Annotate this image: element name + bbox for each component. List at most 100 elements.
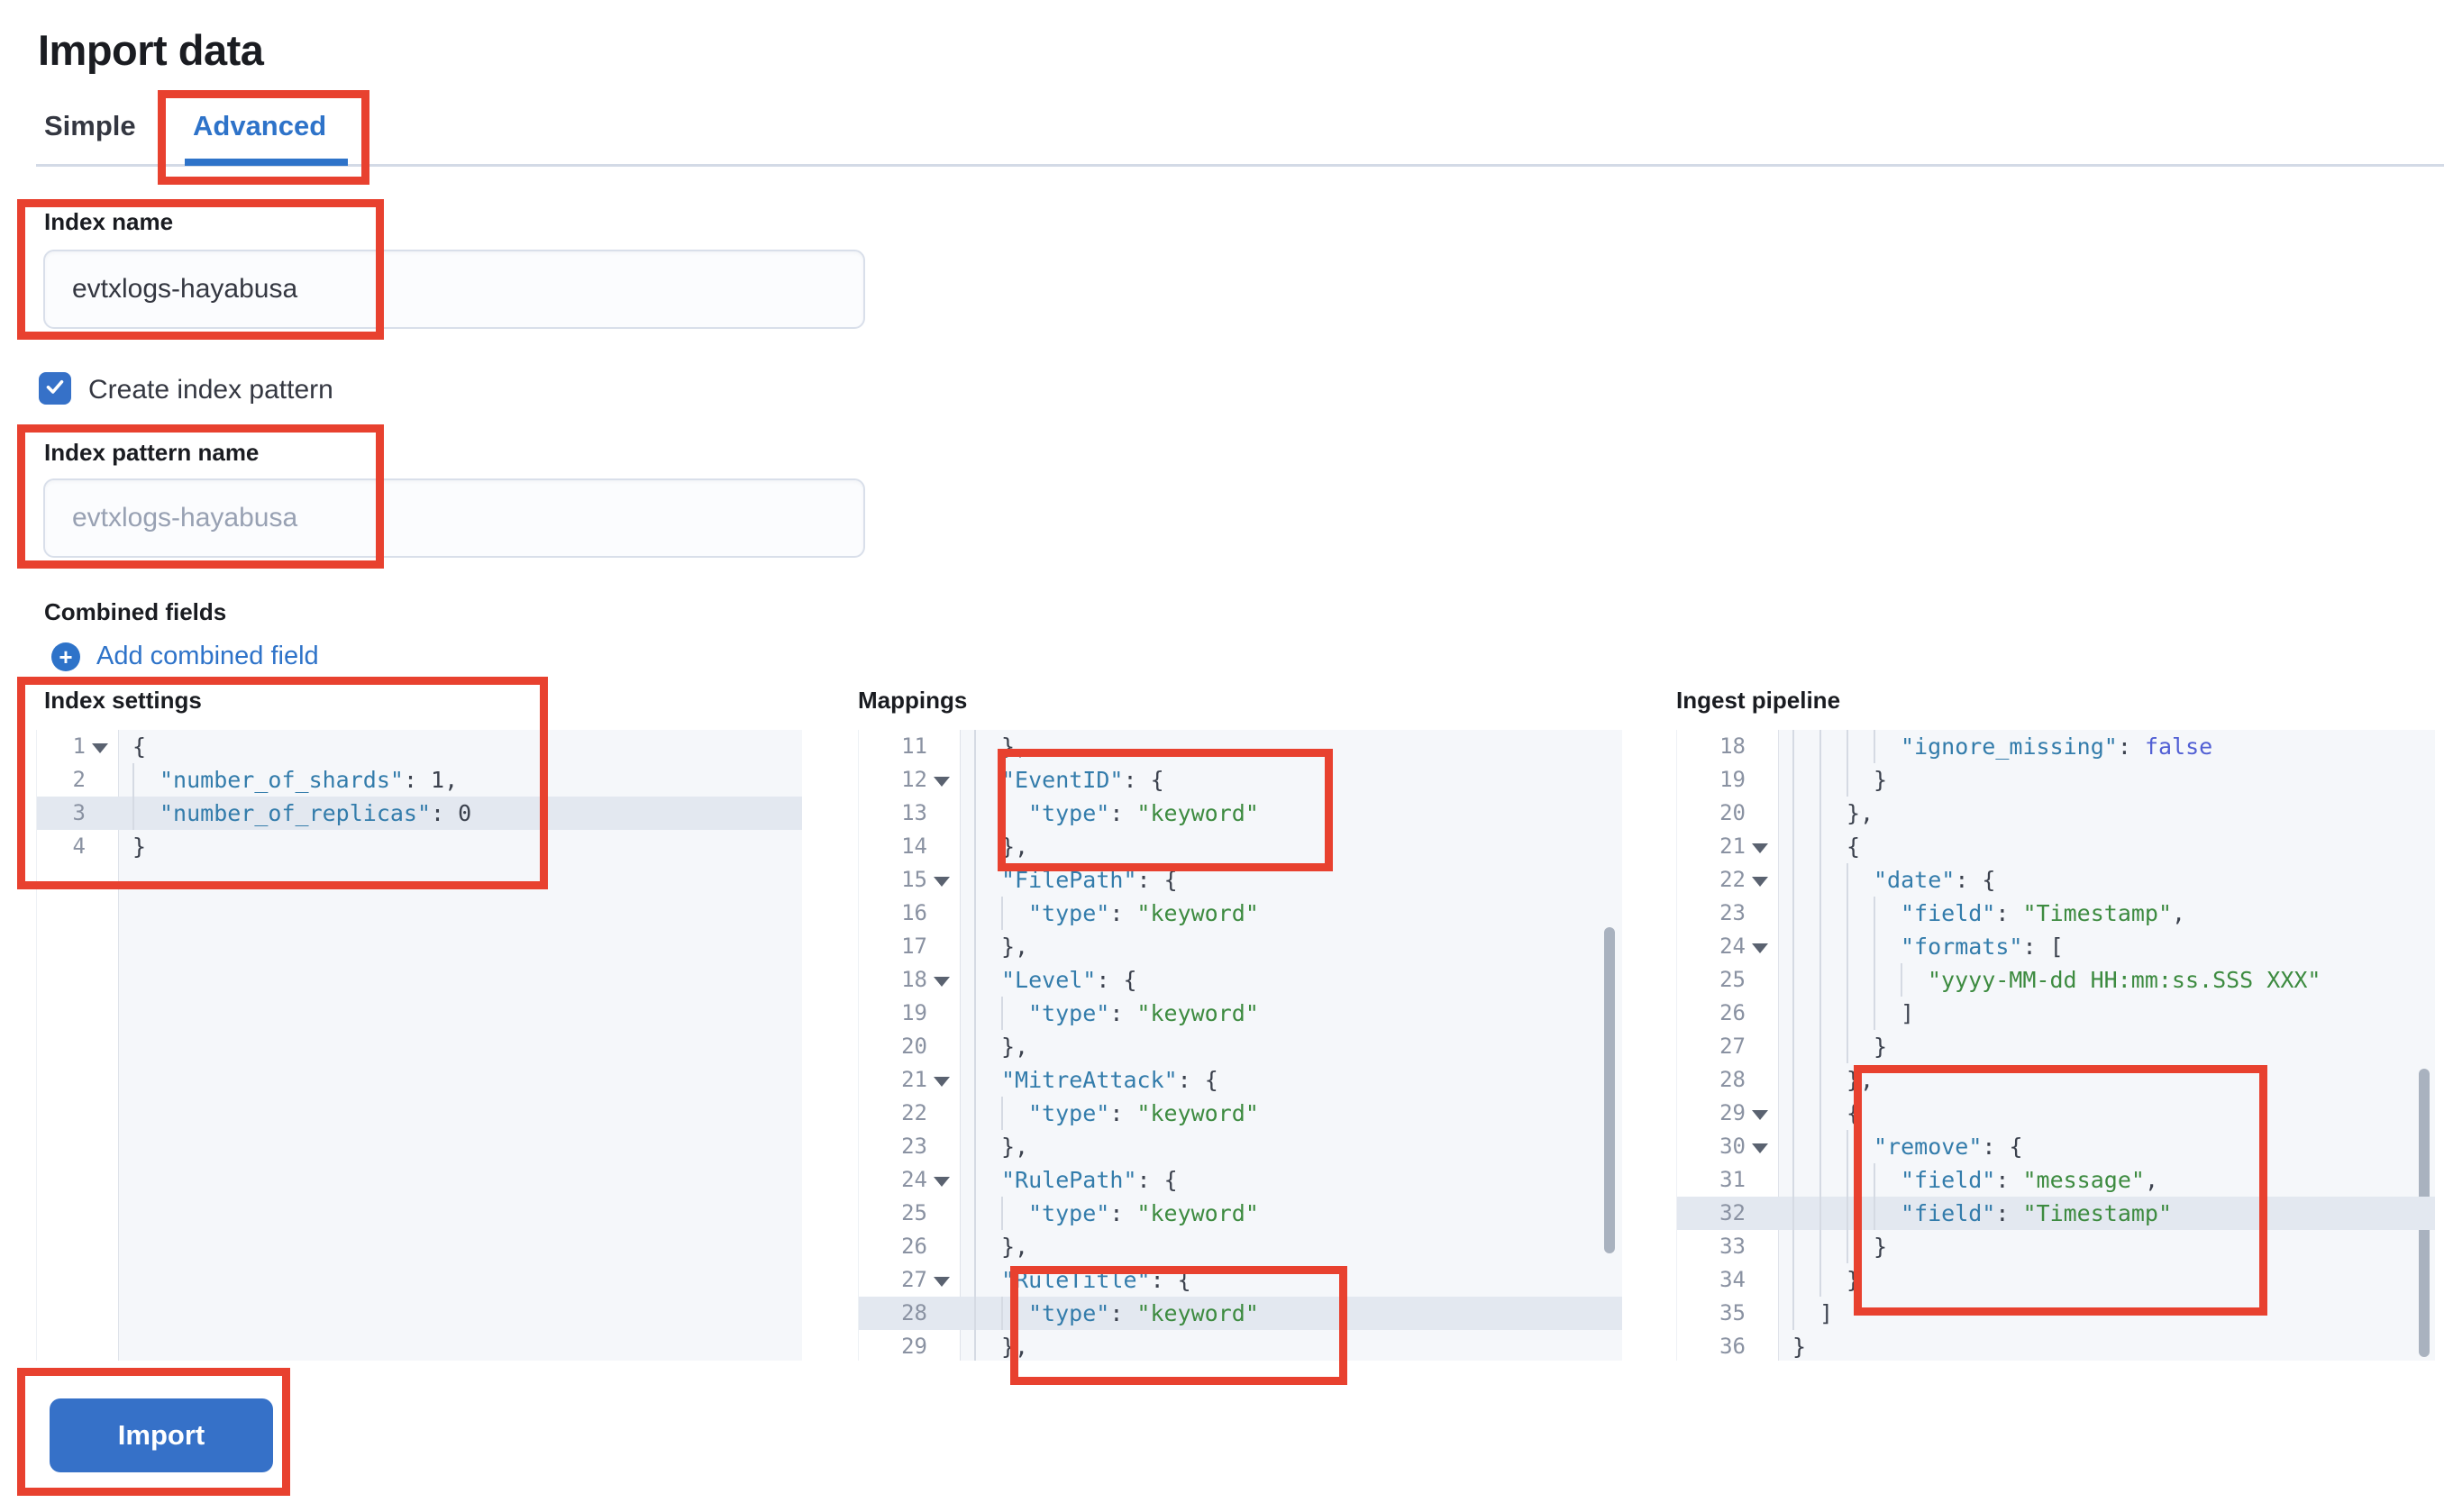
code-line[interactable]: 21"MitreAttack": { bbox=[859, 1063, 1622, 1097]
indent-guide bbox=[1792, 1063, 1794, 1097]
indent-guide bbox=[1792, 730, 1794, 763]
indent-guide bbox=[1792, 830, 1794, 863]
code-line[interactable]: 16"type": "keyword" bbox=[859, 897, 1622, 930]
indent-guide bbox=[1901, 963, 1902, 997]
indent-guide bbox=[1874, 1163, 1875, 1197]
code-line[interactable]: 26}, bbox=[859, 1230, 1622, 1263]
index-name-input[interactable] bbox=[43, 250, 865, 329]
code-line[interactable]: 19"type": "keyword" bbox=[859, 997, 1622, 1030]
import-button[interactable]: Import bbox=[50, 1398, 273, 1472]
code-line[interactable]: 18"Level": { bbox=[859, 963, 1622, 997]
code-line[interactable]: 17}, bbox=[859, 930, 1622, 963]
code-line[interactable]: 31"field": "message", bbox=[1677, 1163, 2435, 1197]
fold-arrow-icon[interactable] bbox=[92, 742, 108, 753]
code-line[interactable]: 22"type": "keyword" bbox=[859, 1097, 1622, 1130]
indent-guide bbox=[974, 863, 976, 897]
code-line[interactable]: 11}, bbox=[859, 730, 1622, 763]
line-number: 27 bbox=[859, 1263, 960, 1297]
indent-guide bbox=[1819, 763, 1821, 797]
line-number: 18 bbox=[1719, 733, 1746, 759]
line-number: 19 bbox=[1719, 767, 1746, 792]
line-number: 26 bbox=[1719, 1000, 1746, 1025]
code-line[interactable]: 23}, bbox=[859, 1130, 1622, 1163]
code-line[interactable]: 21{ bbox=[1677, 830, 2435, 863]
fold-arrow-icon[interactable] bbox=[934, 776, 950, 787]
code-line[interactable]: 28"type": "keyword" bbox=[859, 1297, 1622, 1330]
fold-arrow-icon[interactable] bbox=[1752, 876, 1768, 887]
code-line[interactable]: 13"type": "keyword" bbox=[859, 797, 1622, 830]
code-line[interactable]: 4} bbox=[37, 830, 802, 863]
line-number: 19 bbox=[901, 1000, 927, 1025]
fold-arrow-icon[interactable] bbox=[934, 1176, 950, 1187]
code-line[interactable]: 26] bbox=[1677, 997, 2435, 1030]
code-line[interactable]: 12"EventID": { bbox=[859, 763, 1622, 797]
create-index-pattern-label[interactable]: Create index pattern bbox=[88, 375, 333, 405]
code-line[interactable]: 35] bbox=[1677, 1297, 2435, 1330]
code-line[interactable]: 33} bbox=[1677, 1230, 2435, 1263]
indent-guide bbox=[1847, 897, 1848, 930]
code-line[interactable]: 25"yyyy-MM-dd HH:mm:ss.SSS XXX" bbox=[1677, 963, 2435, 997]
code-line[interactable]: 15"FilePath": { bbox=[859, 863, 1622, 897]
indent-guide bbox=[1792, 1130, 1794, 1163]
code-line[interactable]: 27} bbox=[1677, 1030, 2435, 1063]
indent-guide bbox=[1792, 897, 1794, 930]
tab-simple[interactable]: Simple bbox=[44, 110, 136, 141]
code-line[interactable]: 30"remove": { bbox=[1677, 1130, 2435, 1163]
fold-arrow-icon[interactable] bbox=[1752, 1109, 1768, 1120]
gutter-separator bbox=[960, 730, 961, 1361]
indent-guide bbox=[1874, 930, 1875, 963]
gutter-separator bbox=[1778, 730, 1779, 1361]
indent-guide bbox=[1819, 1263, 1821, 1297]
fold-arrow-icon[interactable] bbox=[1752, 1143, 1768, 1153]
line-number: 34 bbox=[1719, 1267, 1746, 1292]
indent-guide bbox=[974, 1263, 976, 1297]
indent-guide bbox=[974, 897, 976, 930]
fold-arrow-icon[interactable] bbox=[934, 1076, 950, 1087]
code-line[interactable]: 20}, bbox=[1677, 797, 2435, 830]
indent-guide bbox=[1001, 997, 1003, 1030]
code-line[interactable]: 34} bbox=[1677, 1263, 2435, 1297]
line-number: 25 bbox=[1719, 967, 1746, 992]
tab-advanced[interactable]: Advanced bbox=[193, 110, 327, 141]
fold-arrow-icon[interactable] bbox=[1752, 943, 1768, 953]
code-line[interactable]: 14}, bbox=[859, 830, 1622, 863]
mappings-scrollbar[interactable] bbox=[1604, 927, 1615, 1253]
code-line[interactable]: 24"formats": [ bbox=[1677, 930, 2435, 963]
code-line[interactable]: 22"date": { bbox=[1677, 863, 2435, 897]
index-settings-editor[interactable]: 1{2"number_of_shards": 1,3"number_of_rep… bbox=[36, 730, 802, 1361]
indent-guide bbox=[1847, 763, 1848, 797]
indent-guide bbox=[1819, 863, 1821, 897]
fold-arrow-icon[interactable] bbox=[934, 876, 950, 887]
code-line[interactable]: 1{ bbox=[37, 730, 802, 763]
fold-arrow-icon[interactable] bbox=[1752, 843, 1768, 853]
line-number: 29 bbox=[901, 1334, 927, 1359]
index-pattern-name-input[interactable] bbox=[43, 478, 865, 558]
code-line[interactable]: 3"number_of_replicas": 0 bbox=[37, 797, 802, 830]
code-line[interactable]: 25"type": "keyword" bbox=[859, 1197, 1622, 1230]
line-number: 28 bbox=[1719, 1067, 1746, 1092]
fold-arrow-icon[interactable] bbox=[934, 1276, 950, 1287]
indent-guide bbox=[974, 1130, 976, 1163]
code-line[interactable]: 18"ignore_missing": false bbox=[1677, 730, 2435, 763]
code-line[interactable]: 2"number_of_shards": 1, bbox=[37, 763, 802, 797]
add-combined-field-link[interactable]: + Add combined field bbox=[51, 642, 319, 671]
line-number: 20 bbox=[1719, 800, 1746, 825]
indent-guide bbox=[1792, 1030, 1794, 1063]
code-line[interactable]: 29{ bbox=[1677, 1097, 2435, 1130]
line-number: 14 bbox=[901, 833, 927, 859]
code-line[interactable]: 32"field": "Timestamp" bbox=[1677, 1197, 2435, 1230]
fold-arrow-icon[interactable] bbox=[934, 976, 950, 987]
tabs-divider bbox=[36, 164, 2444, 167]
code-line[interactable]: 24"RulePath": { bbox=[859, 1163, 1622, 1197]
mappings-editor[interactable]: 11},12"EventID": {13"type": "keyword"14}… bbox=[858, 730, 1622, 1361]
code-line[interactable]: 36} bbox=[1677, 1330, 2435, 1361]
code-line[interactable]: 20}, bbox=[859, 1030, 1622, 1063]
create-index-pattern-checkbox[interactable] bbox=[39, 372, 71, 405]
code-line[interactable]: 27"RuleTitle": { bbox=[859, 1263, 1622, 1297]
code-line[interactable]: 19} bbox=[1677, 763, 2435, 797]
code-line[interactable]: 28}, bbox=[1677, 1063, 2435, 1097]
indent-guide bbox=[974, 1063, 976, 1097]
code-line[interactable]: 23"field": "Timestamp", bbox=[1677, 897, 2435, 930]
code-line[interactable]: 29}, bbox=[859, 1330, 1622, 1361]
